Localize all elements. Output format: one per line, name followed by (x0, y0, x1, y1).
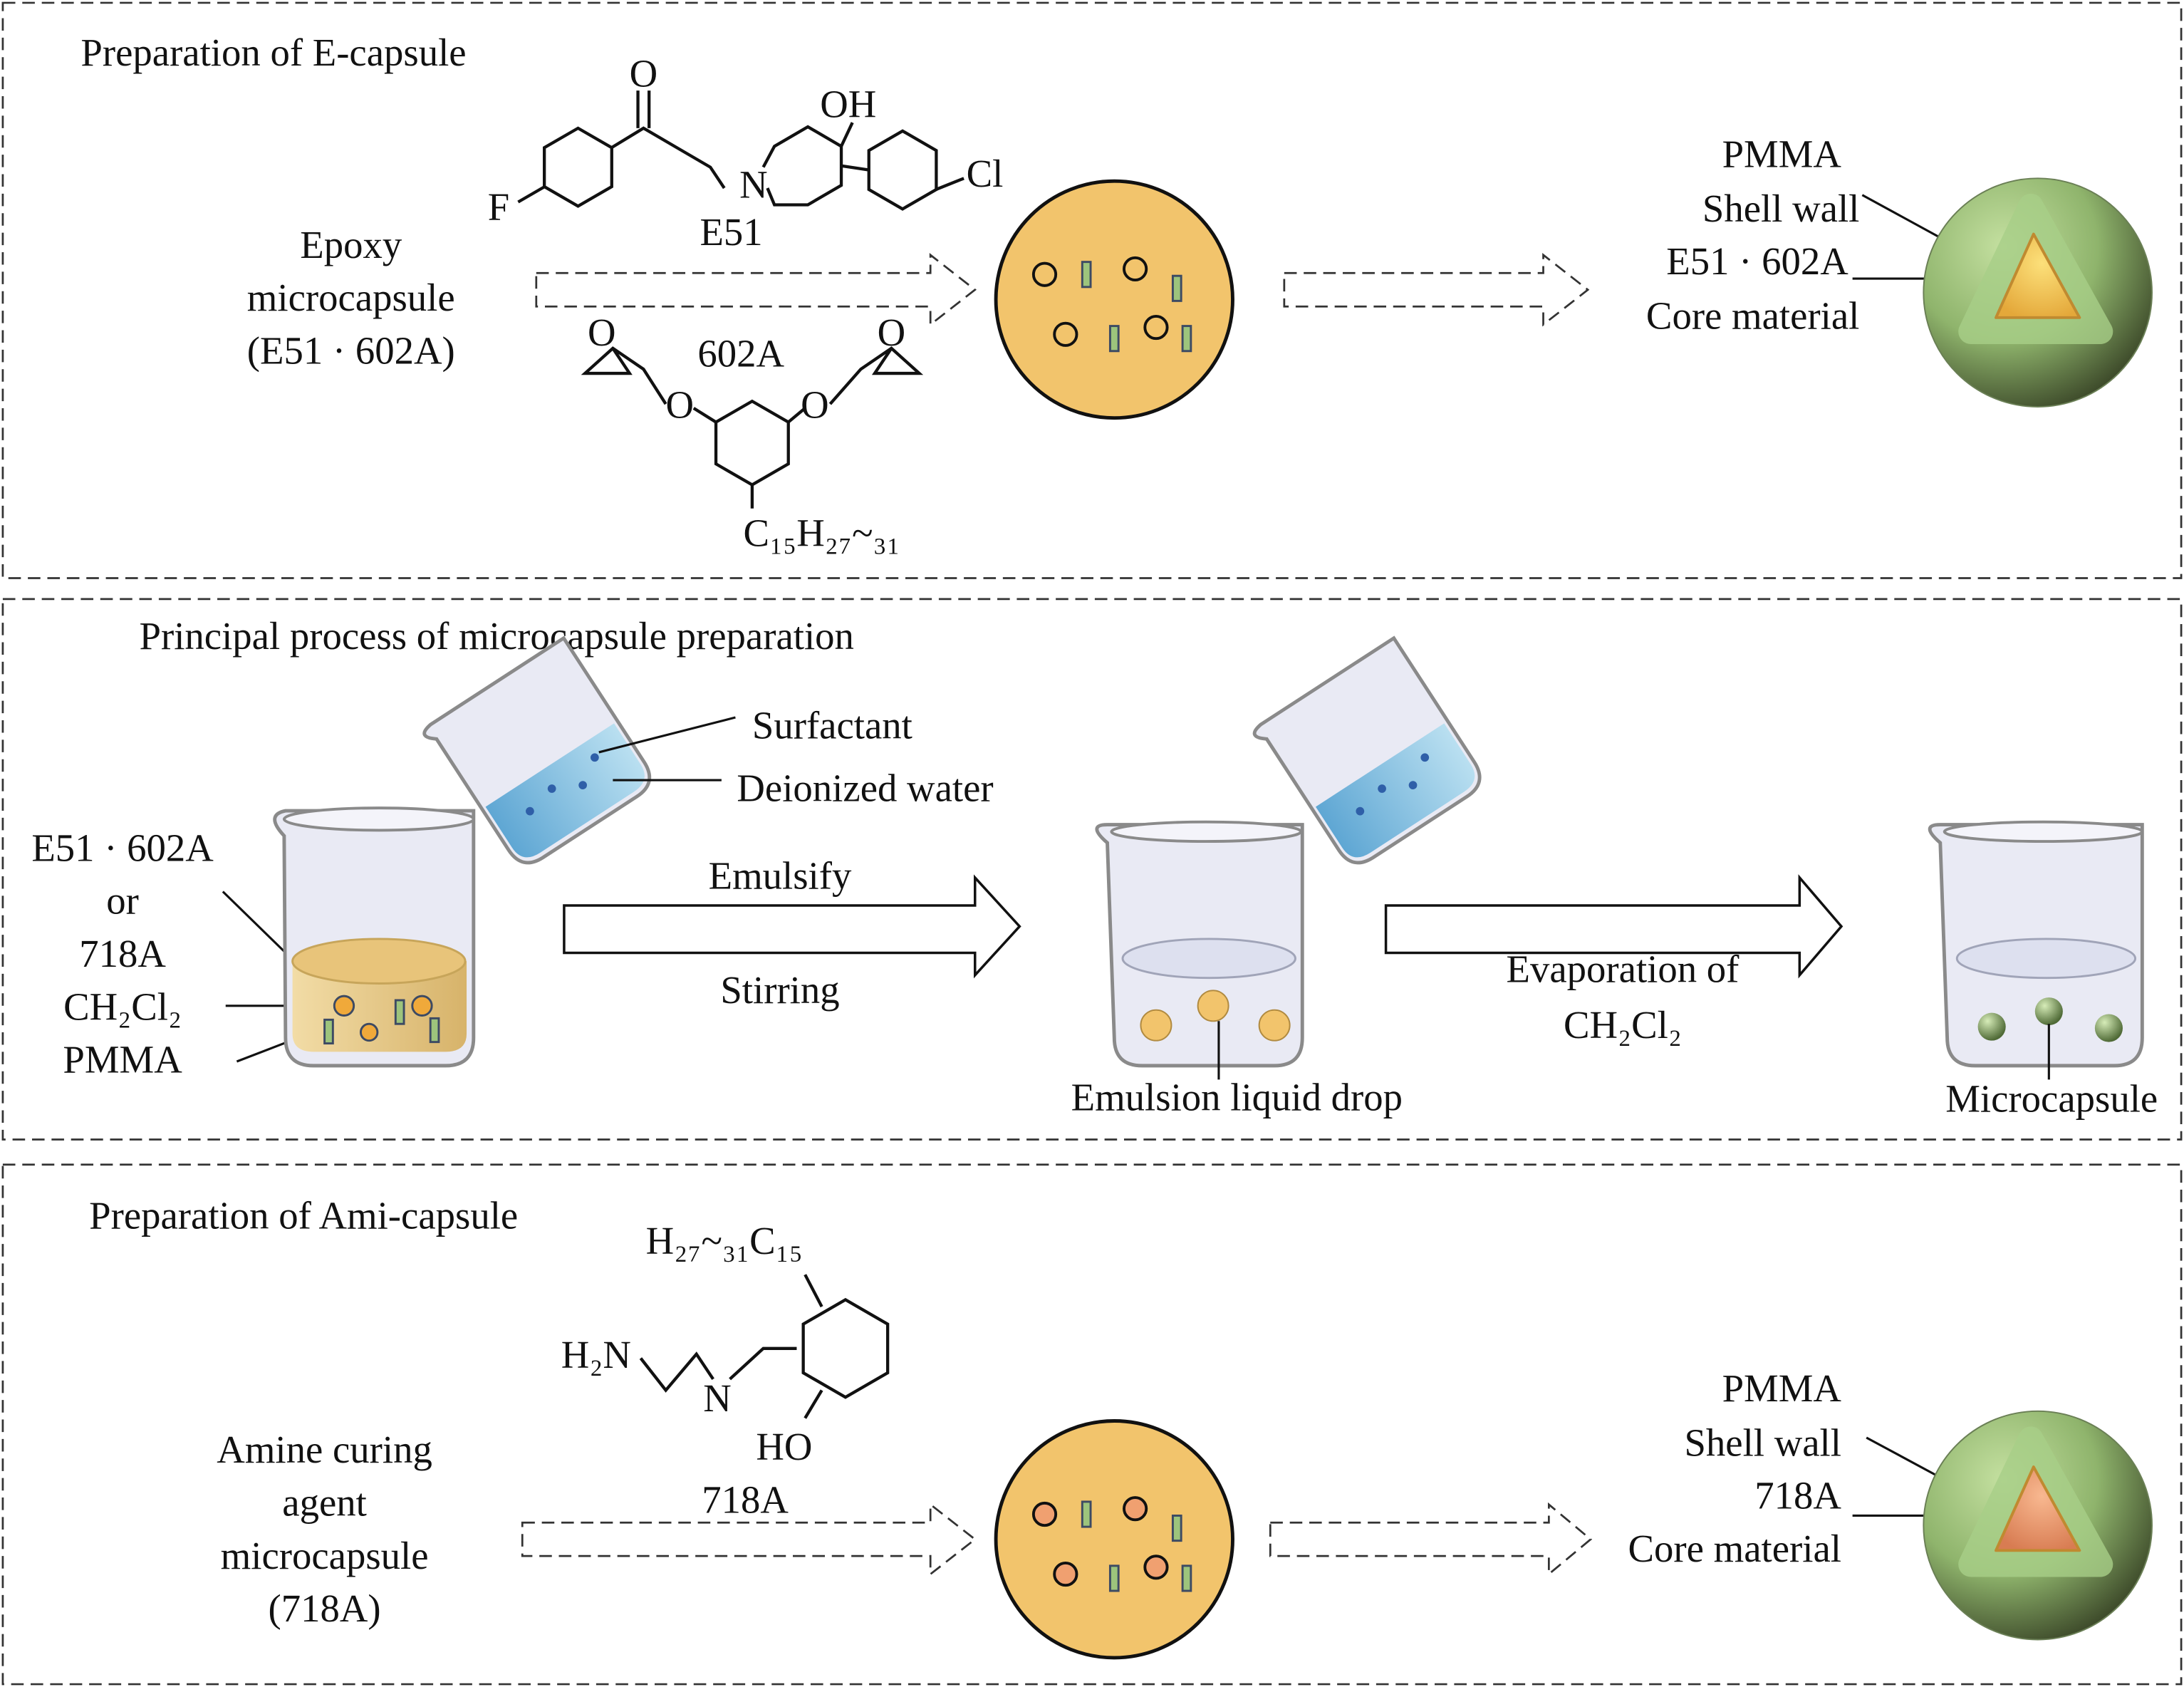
core-particle (1031, 261, 1058, 287)
atom-o: O (588, 311, 616, 354)
pmma-particle (1171, 274, 1182, 302)
pouring-beaker (422, 635, 652, 865)
core-particle (1123, 1496, 1148, 1522)
atom-f: F (488, 185, 509, 229)
shell-label: Shell wall (1702, 187, 1860, 230)
evaporation-label: Evaporation of (1507, 948, 1740, 991)
e51-structure: O OH F N Cl E51 (488, 51, 1004, 254)
substituent-label: H₂₇~₃₁C₁₅ (646, 1219, 803, 1262)
emulsion-drop-label: Emulsion liquid drop (1071, 1075, 1403, 1118)
718a-structure: H₂₇~₃₁C₁₅ H₂N N HO 718A (561, 1219, 890, 1522)
beaker-oil-phase (273, 806, 476, 1068)
shell-material-label: PMMA (1722, 1366, 1842, 1410)
evaporation-solvent-label: CH₂Cl₂ (1564, 1003, 1682, 1047)
pmma-particle (1181, 325, 1192, 353)
pmma-particle (1181, 1564, 1192, 1592)
shell-label: Shell wall (1684, 1421, 1841, 1464)
dashed-arrow (521, 1502, 977, 1577)
left-label-line: microcapsule (247, 276, 455, 319)
atom-o: O (630, 51, 658, 95)
core-label: Core material (1646, 294, 1859, 337)
pouring-beaker (1252, 635, 1482, 865)
atom-cl: Cl (967, 152, 1004, 195)
beaker-microcapsules (1928, 820, 2144, 1068)
core-particle (1053, 1561, 1078, 1587)
microcapsule-label: Microcapsule (1945, 1076, 2158, 1120)
core-particle (1143, 1554, 1169, 1580)
atom-o: O (801, 383, 829, 427)
core-particle (1053, 321, 1078, 347)
core-material-label: E51 · 602A (1666, 239, 1848, 283)
deionized-water-label: Deionized water (737, 766, 993, 809)
stirring-label: Stirring (720, 968, 839, 1012)
molecule-label-718a: 718A (702, 1478, 789, 1522)
atom-n: N (703, 1376, 732, 1420)
emulsion-droplet (994, 1419, 1234, 1660)
dashed-arrow (1283, 253, 1590, 327)
pmma-particle (1108, 1564, 1120, 1592)
panel-e-capsule (1, 1, 2183, 579)
atom-amine: H₂N (561, 1333, 631, 1376)
dashed-arrow (1269, 1502, 1593, 1577)
left-label-line: (718A) (269, 1587, 381, 1630)
core-material-label: 718A (1754, 1474, 1841, 1517)
core-material (1995, 1465, 2081, 1552)
shell-material-label: PMMA (1722, 133, 1842, 176)
core-particle (1123, 256, 1148, 282)
panel-title: Preparation of Ami-capsule (89, 1194, 518, 1237)
pmma-particle (1171, 1514, 1182, 1542)
left-label-line: 718A (79, 932, 166, 975)
microcapsule-sphere (1923, 177, 2153, 408)
dashed-arrow (535, 253, 977, 327)
left-label-line: or (106, 879, 139, 923)
core-label: Core material (1628, 1527, 1841, 1570)
pmma-particle (1081, 1500, 1092, 1528)
panel-title: Principal process of microcapsule prepar… (140, 614, 854, 658)
surfactant-label: Surfactant (752, 703, 912, 747)
droplet-body (994, 1419, 1234, 1660)
droplet-body (994, 179, 1234, 420)
panel-ami-capsule (1, 1163, 2183, 1686)
left-label-line: PMMA (63, 1038, 182, 1081)
core-material (1995, 232, 2081, 319)
atom-o: O (878, 311, 906, 354)
beaker-emulsion (1095, 820, 1304, 1068)
substituent-label: C₁₅H₂₇~₃₁ (744, 512, 900, 555)
left-label-line: (E51 · 602A) (247, 328, 455, 372)
process-arrow (563, 874, 1021, 979)
emulsify-label: Emulsify (709, 854, 852, 898)
molecule-label-e51: E51 (700, 210, 762, 254)
molecule-label-602a: 602A (697, 331, 784, 375)
panel-title: Preparation of E-capsule (80, 31, 466, 74)
left-label-line: E51 · 602A (31, 826, 214, 869)
pmma-particle (1081, 261, 1092, 289)
pmma-particle (1108, 325, 1120, 353)
602a-structure: O O O O 602A C₁₅H₂₇~₃₁ (581, 311, 924, 555)
left-label-line: agent (282, 1480, 367, 1524)
atom-n: N (739, 163, 768, 207)
process-arrow (1384, 874, 1844, 979)
atom-oh: HO (756, 1425, 812, 1468)
atom-oh: OH (820, 82, 876, 125)
left-label-line: Amine curing (217, 1428, 432, 1471)
atom-o: O (665, 383, 694, 427)
panel-process (1, 598, 2183, 1141)
core-particle (1143, 314, 1169, 341)
left-label-line: Epoxy (300, 223, 402, 266)
microcapsule-sphere (1923, 1410, 2153, 1641)
core-particle (1031, 1501, 1058, 1527)
left-label-line: CH₂Cl₂ (63, 985, 182, 1028)
left-label-line: microcapsule (221, 1534, 429, 1577)
emulsion-droplet (994, 179, 1234, 420)
